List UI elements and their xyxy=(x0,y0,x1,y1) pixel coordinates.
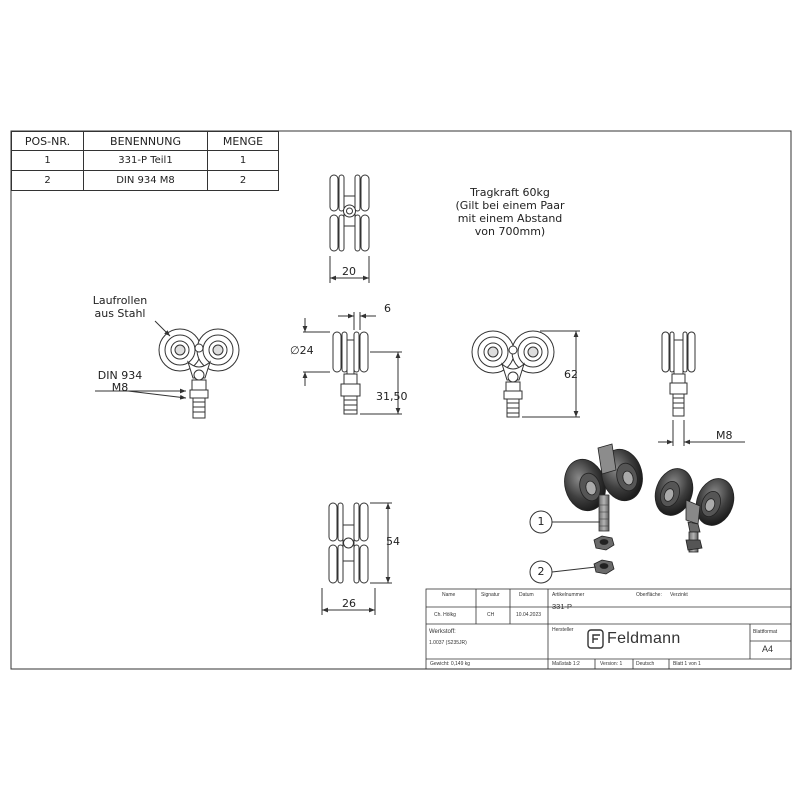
rollers-note-line2: aus Stahl xyxy=(94,307,146,320)
tb-name-label: Name xyxy=(442,592,456,598)
tb-format-label: Blattformat xyxy=(753,629,778,635)
right-side-view xyxy=(658,331,745,446)
bom-cell: 1 xyxy=(11,150,84,171)
dim-bolt-length: 31,50 xyxy=(376,390,408,403)
load-note-line3: mit einem Abstand xyxy=(457,212,563,225)
bom-header-qty: MENGE xyxy=(207,131,279,151)
tb-company: Feldmann xyxy=(607,630,681,647)
front-view xyxy=(471,330,580,418)
drawing-frame xyxy=(10,130,792,670)
bom-cell: 2 xyxy=(11,170,84,191)
dim-diameter: ∅24 xyxy=(290,344,314,357)
bill-of-materials: POS-NR. BENENNUNG MENGE 1 331-P Teil1 1 … xyxy=(11,131,279,191)
bom-cell: DIN 934 M8 xyxy=(83,170,208,191)
dim-thread: M8 xyxy=(716,429,733,442)
bottom-view xyxy=(321,502,392,615)
tb-manufacturer-label: Hersteller xyxy=(552,627,574,633)
nut-note-line2: M8 xyxy=(111,381,129,394)
tb-surface-label: Oberfläche: xyxy=(636,592,662,598)
tb-language: Deutsch xyxy=(636,661,655,667)
dim-thickness: 6 xyxy=(384,302,391,315)
tb-weight: Gewicht: 0,149 kg xyxy=(430,661,471,667)
dim-height: 62 xyxy=(564,368,578,381)
tb-scale: Maßstab 1:2 xyxy=(552,661,580,667)
dim-top-width: 20 xyxy=(342,265,356,278)
bom-cell: 1 xyxy=(207,150,279,171)
tb-material-value: 1.0037 (S235JR) xyxy=(429,640,467,646)
tb-signature-label: Signatur xyxy=(481,592,500,598)
tb-material-label: Werkstoff: xyxy=(429,629,456,635)
tb-name-value: Ch. Hölkg xyxy=(434,612,456,618)
load-note-line4: von 700mm) xyxy=(474,225,546,238)
tb-version: Version: 1 xyxy=(600,661,623,667)
dim-bottom-width: 26 xyxy=(342,597,356,610)
tb-date-value: 10.04.2023 xyxy=(516,612,542,618)
bom-header-name: BENENNUNG xyxy=(83,131,208,151)
tb-article-value: 331-P xyxy=(552,602,573,611)
feldmann-logo-icon xyxy=(587,629,604,649)
left-view xyxy=(95,320,240,419)
tb-article-label: Artikelnummer xyxy=(552,592,585,598)
tb-date-label: Datum xyxy=(519,592,534,598)
dim-bottom-height: 54 xyxy=(386,535,400,548)
isometric-exploded-view xyxy=(529,443,643,584)
tb-sheet: Blatt 1 von 1 xyxy=(673,661,701,667)
tb-signature-value: CH xyxy=(487,612,495,618)
bom-cell: 331-P Teil1 xyxy=(83,150,208,171)
bom-header-pos: POS-NR. xyxy=(11,131,84,151)
bom-cell: 2 xyxy=(207,170,279,191)
top-view xyxy=(329,174,370,283)
balloon-2: 2 xyxy=(537,565,545,578)
table-row: 2 DIN 934 M8 2 xyxy=(11,170,279,191)
isometric-assembled-view xyxy=(654,468,735,553)
nut-note-line1: DIN 934 xyxy=(97,369,143,382)
tb-surface-value: Verzinkt xyxy=(670,592,688,598)
load-note-line2: (Gilt bei einem Paar xyxy=(455,199,565,212)
side-view xyxy=(302,312,402,415)
title-block xyxy=(425,588,792,670)
rollers-note-line1: Laufrollen xyxy=(92,294,148,307)
load-note-line1: Tragkraft 60kg xyxy=(470,186,550,199)
tb-format-value: A4 xyxy=(762,644,774,654)
table-row: 1 331-P Teil1 1 xyxy=(11,150,279,171)
balloon-1: 1 xyxy=(537,515,545,528)
